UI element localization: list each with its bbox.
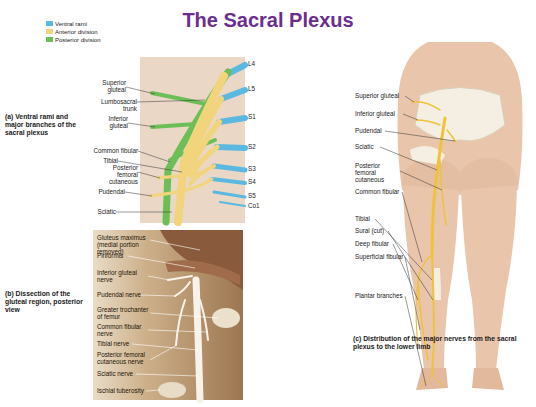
page-title: The Sacral Plexus	[0, 9, 536, 32]
anatomy-label: Superior gluteal	[355, 93, 415, 100]
panel-caption: (b) Dissection of the gluteal region, po…	[5, 290, 87, 313]
anatomy-label: Common fibular	[355, 189, 415, 196]
anatomy-label: Tibial	[355, 216, 385, 223]
anatomy-label: S2	[248, 144, 270, 151]
legend-swatch	[46, 37, 53, 42]
legend-text: Anterior division	[55, 29, 98, 35]
anatomy-label: Sciatic	[355, 144, 395, 151]
panel-b-nerves	[168, 276, 208, 400]
anatomy-label: Plantar branches	[355, 293, 410, 300]
anatomy-label: Sciatic nerve	[97, 371, 142, 378]
piriformis	[165, 260, 240, 285]
panel-b-photo	[93, 230, 243, 400]
anatomy-label: Tibial	[88, 158, 118, 165]
anatomy-label: Lumbosacral trunk	[90, 99, 137, 113]
panel-b-leader-lines	[128, 240, 218, 391]
legend-text: Ventral rami	[55, 21, 87, 27]
anatomy-label: S5	[248, 193, 270, 200]
anatomy-label: Superficial fibular	[355, 254, 410, 261]
anatomy-label: Posterior femoral cutaneous	[355, 163, 400, 184]
legend-swatch	[46, 29, 53, 34]
anatomy-label: Inferior gluteal	[93, 116, 128, 130]
anatomy-label: Ischial tuberosity	[97, 388, 147, 395]
anatomy-label: Pudendal	[88, 189, 125, 196]
gluteus-maximus	[160, 230, 243, 290]
legend-text: Posterior division	[55, 37, 101, 43]
anatomy-label: Sciatic	[88, 209, 116, 216]
anatomy-label: Greater trochanter of femur	[97, 307, 152, 321]
anatomy-label: L4	[248, 61, 270, 68]
anatomy-label: Sural (cut)	[355, 228, 395, 235]
anatomy-label: Piriformis	[97, 253, 137, 260]
panel-caption: (c) Distribution of the major nerves fro…	[353, 335, 523, 351]
anatomy-label: Common fibular nerve	[97, 324, 149, 338]
anatomy-label: Posterior femoral cutaneous	[93, 165, 138, 186]
anatomy-label: Superior gluteal	[93, 80, 126, 94]
anatomy-label: L5	[248, 86, 270, 93]
anatomy-label: Deep fibular	[355, 241, 400, 248]
anatomy-label: Inferior gluteal nerve	[97, 270, 149, 284]
anatomy-label: Common fibular	[88, 148, 138, 155]
anatomy-label: Inferior gluteal	[355, 111, 415, 118]
anatomy-label: Tibial nerve	[97, 341, 142, 348]
anatomy-label: S3	[248, 166, 270, 173]
anatomy-label: S4	[248, 179, 270, 186]
legend-swatch	[46, 21, 53, 26]
panel-a-background	[140, 57, 245, 223]
panel-a-nerves	[150, 65, 245, 222]
panel-caption: (a) Ventral rami and major branches of t…	[5, 113, 87, 136]
anatomy-label: Pudendal	[355, 128, 395, 135]
anatomy-label: S1	[248, 114, 270, 121]
anatomy-label: Posterior femoral cutaneous nerve	[97, 352, 152, 366]
anatomy-label: Pudendal nerve	[97, 292, 149, 299]
ischial-tuberosity	[158, 382, 186, 398]
anatomy-label: Co1	[248, 203, 270, 210]
